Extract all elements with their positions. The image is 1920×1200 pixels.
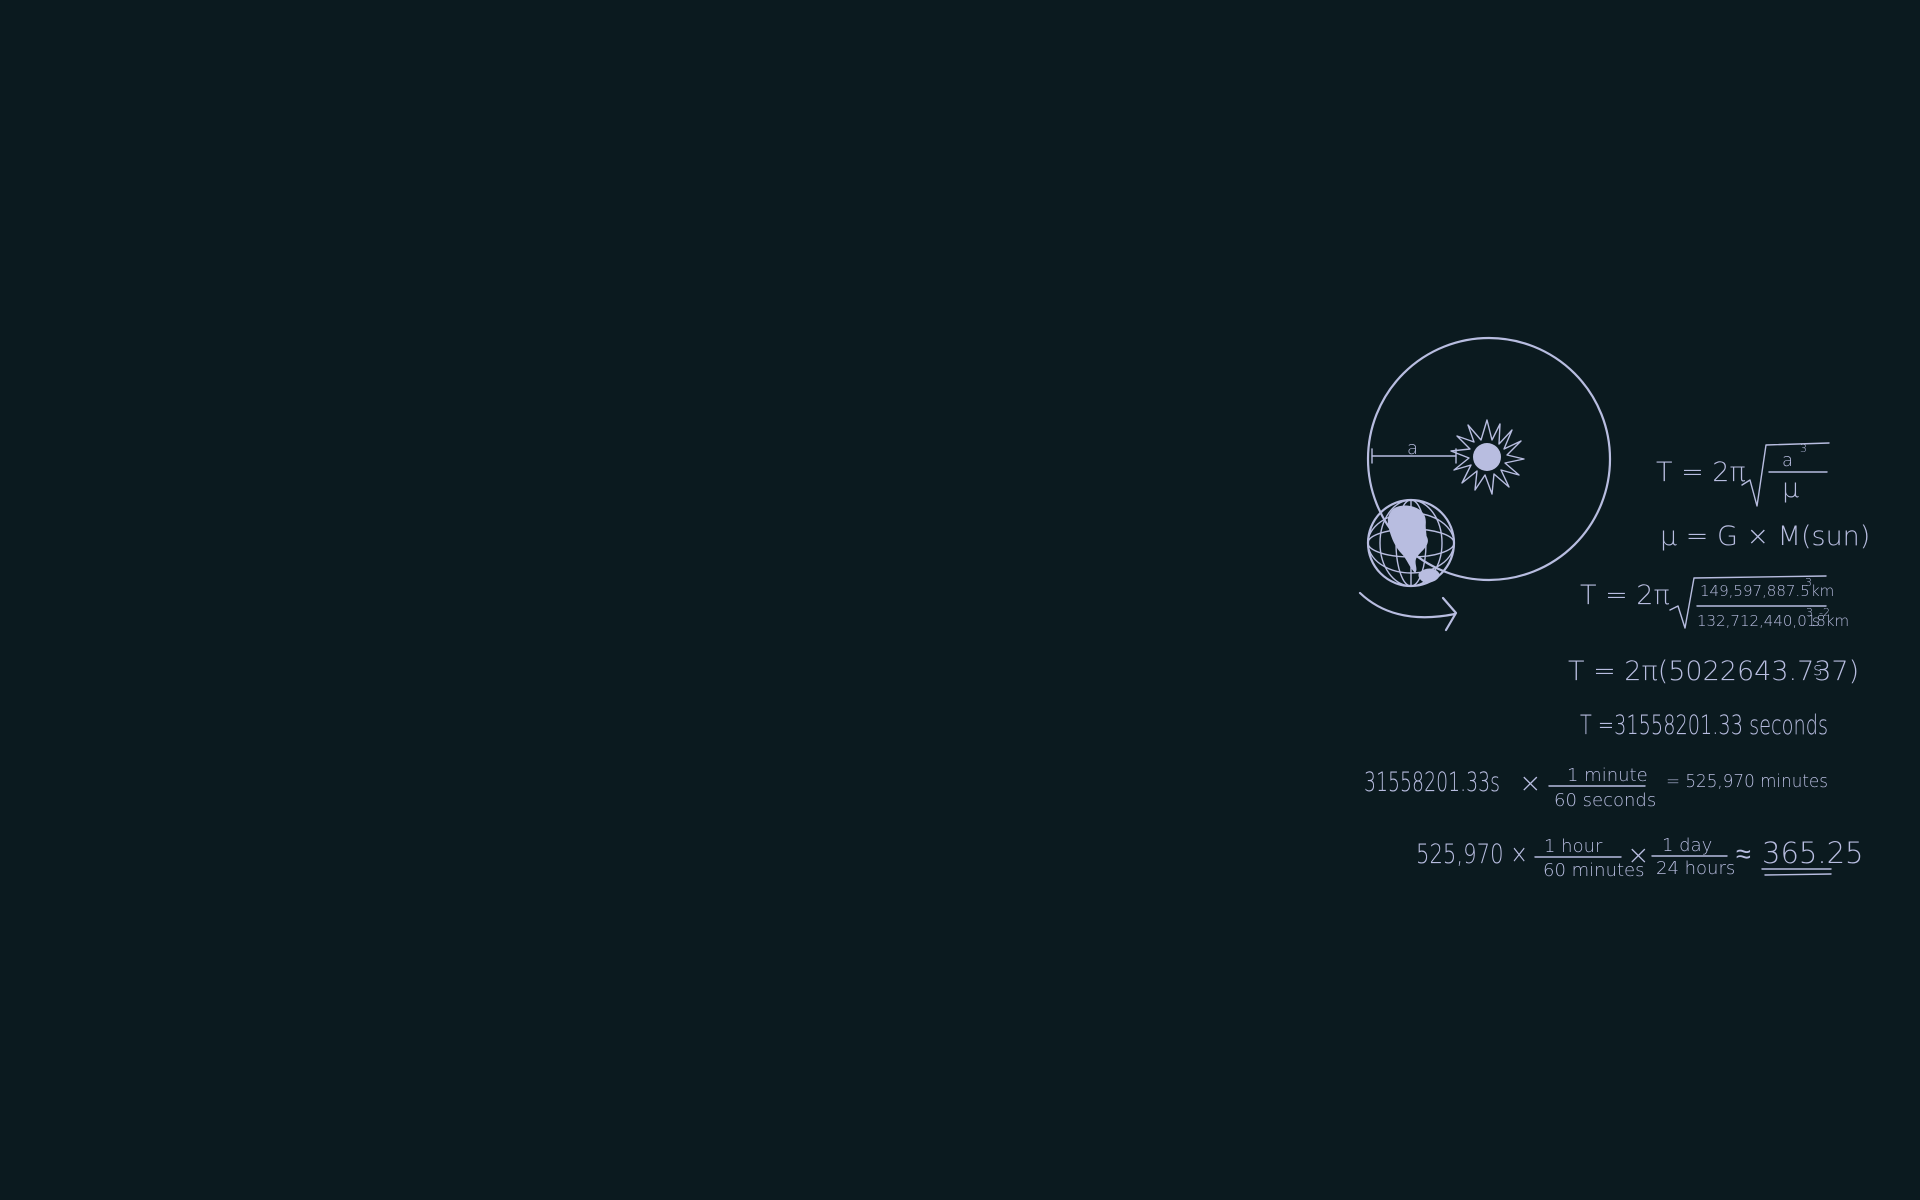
svg-text:μ: μ xyxy=(1782,473,1799,504)
svg-text:132,712,440,018km: 132,712,440,018km xyxy=(1697,612,1849,630)
equation-mu-definition: μ = G × M(sun) xyxy=(1660,521,1870,552)
svg-text:525,970 ×: 525,970 × xyxy=(1416,839,1528,870)
svg-text:s: s xyxy=(1813,659,1822,680)
svg-text:3: 3 xyxy=(1800,442,1807,455)
svg-text:60 seconds: 60 seconds xyxy=(1554,790,1656,811)
equation-period-simplified: T = 2π(5022643.737) s xyxy=(1568,656,1859,687)
svg-text:149,597,887.5: 149,597,887.5 xyxy=(1700,582,1810,600)
svg-text:31558201.33s: 31558201.33s xyxy=(1364,767,1500,798)
svg-text:24 hours: 24 hours xyxy=(1656,858,1735,879)
svg-text:T = 2π: T = 2π xyxy=(1656,457,1746,488)
orbit-circle xyxy=(1366,336,1612,582)
svg-text:s: s xyxy=(1812,612,1820,630)
svg-text:×: × xyxy=(1627,840,1650,871)
equation-substituted-values: T = 2π 149,597,887.5 3 km 132,712,440,01… xyxy=(1580,575,1849,630)
orbit-direction-arrow xyxy=(1358,591,1458,632)
sun-icon xyxy=(1450,419,1525,495)
earth-globe-icon xyxy=(1366,498,1456,588)
radius-marker: a xyxy=(1371,438,1457,464)
svg-text:T = 2π: T = 2π xyxy=(1580,580,1670,611)
svg-text:1 minute: 1 minute xyxy=(1567,765,1648,786)
equation-convert-minutes: 31558201.33s × 1 minute 60 seconds = 525… xyxy=(1364,765,1828,811)
svg-text:= 525,970 minutes: = 525,970 minutes xyxy=(1666,771,1828,792)
svg-text:km: km xyxy=(1811,582,1834,600)
svg-text:3: 3 xyxy=(1805,576,1812,589)
svg-text:×: × xyxy=(1519,768,1542,799)
equation-convert-days: 525,970 × 1 hour 60 minutes × 1 day 24 h… xyxy=(1416,835,1863,881)
svg-text:1 hour: 1 hour xyxy=(1544,836,1603,857)
orbit-diagram: a xyxy=(1358,336,1612,632)
radius-label: a xyxy=(1407,438,1418,459)
equation-period-seconds: T =31558201.33 seconds xyxy=(1580,710,1828,741)
equation-kepler-formula: T = 2π a 3 μ xyxy=(1656,442,1830,507)
svg-text:≈: ≈ xyxy=(1736,839,1751,870)
svg-text:T = 2π(5022643.737): T = 2π(5022643.737) xyxy=(1568,656,1859,687)
svg-text:60 minutes: 60 minutes xyxy=(1543,860,1645,881)
svg-text:a: a xyxy=(1782,450,1793,471)
result-value: 365.25 xyxy=(1762,836,1863,870)
svg-text:-2: -2 xyxy=(1819,606,1830,619)
svg-text:3: 3 xyxy=(1806,606,1813,619)
svg-text:1 day: 1 day xyxy=(1662,835,1712,856)
